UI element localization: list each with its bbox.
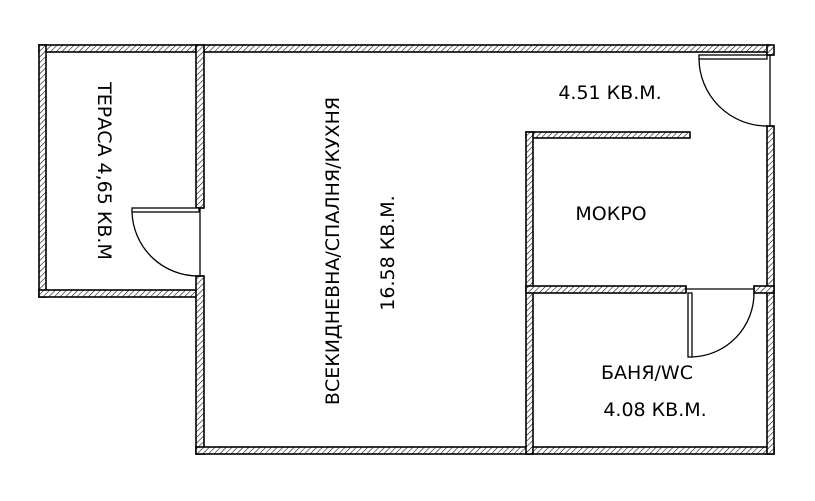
exterior-walls	[195, 44, 775, 455]
interior-walls	[525, 131, 775, 455]
bathroom-door	[685, 286, 755, 358]
terrace-label: ТЕРАСА 4,65 КВ.М	[93, 81, 115, 260]
wet-area-label: МОКРО	[575, 203, 646, 225]
bathroom-label: БАНЯ/WC	[601, 362, 693, 384]
living-room-label: ВСЕКИДНЕВНА/СПАЛНЯ/КУХНЯ	[322, 97, 344, 405]
entrance-door	[698, 54, 774, 127]
terrace-door	[131, 207, 204, 277]
terrace-walls	[38, 44, 199, 298]
bathroom-area: 4.08 КВ.М.	[603, 399, 706, 421]
hall-area: 4.51 КВ.М.	[558, 82, 661, 104]
living-room-area: 16.58 КВ.М.	[377, 195, 399, 310]
